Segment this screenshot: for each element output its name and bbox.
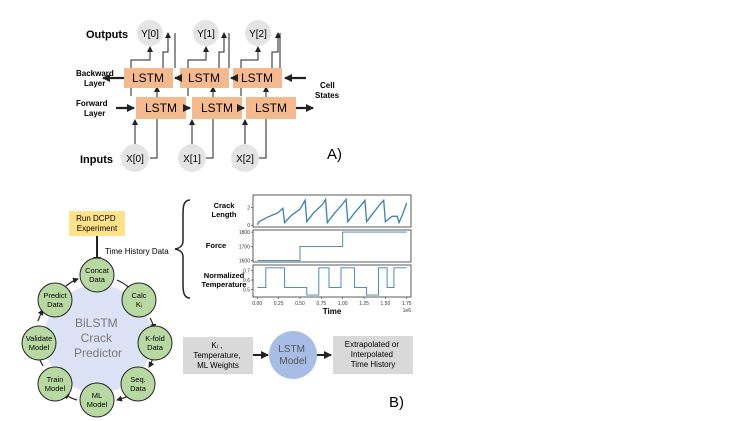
cycle-node-5-label-0: Train [47, 375, 64, 384]
input-node-0 [121, 144, 149, 172]
lstm-forward-1-label: LSTM [201, 101, 233, 115]
chart-2-ytick-1: 0.6 [243, 278, 250, 284]
chart-0-ytick-0: 0 [247, 223, 250, 229]
lstm-forward-2 [246, 97, 296, 119]
input-node-2 [231, 144, 259, 172]
flow-output-label: Extrapolated or Interpolated Time Histor… [345, 340, 402, 369]
input-label-1: X[1] [183, 154, 201, 165]
cycle-node-1-label-0: Calc [131, 291, 146, 300]
chart-0-series-0 [256, 197, 408, 226]
lstm-backward-1-label: LSTM [188, 71, 220, 85]
cycle-node-3-label-1: Data [130, 384, 147, 393]
input-label-0: X[0] [126, 154, 144, 165]
cycle-node-4 [79, 382, 115, 418]
cell-states-label: Cell States [315, 81, 340, 100]
chart-2-ytick-0: 0.5 [243, 287, 250, 293]
chart-1-series-0 [257, 231, 407, 262]
chart-2-xtick-2: 0.50 [295, 301, 305, 307]
cycle-node-5 [37, 366, 73, 402]
output-label-2: Y[2] [249, 29, 267, 40]
chart-2-series-0 [257, 267, 407, 296]
cycle-node-6-label-0: Validate [26, 334, 53, 343]
lstm-model-circle [269, 331, 317, 379]
lstm-backward-0-label: LSTM [132, 71, 164, 85]
output-node-1 [193, 20, 219, 46]
cycle-node-1-label-1: Kᵢ [136, 300, 142, 309]
cycle-node-2-label-0: K-fold [145, 334, 165, 343]
lstm-forward-2-label: LSTM [255, 101, 287, 115]
cycle-node-7-label-1: Data [47, 300, 64, 309]
chart-2-xlabel: Time [323, 307, 342, 316]
panel-a-label: A) [327, 146, 342, 163]
lstm-backward-2-label: LSTM [241, 71, 273, 85]
cycle-node-0 [79, 257, 115, 293]
lstm-model-label: LSTM Model [278, 344, 307, 367]
chart-1-ylabel: Force [206, 241, 226, 250]
chart-2-xtick-0: 0.00 [252, 301, 262, 307]
bilstm-center-circle [44, 285, 152, 393]
panel-b: Run DCPD Experiment Time History Data Bi… [21, 194, 413, 418]
backward-layer-label: Backward Layer [76, 69, 116, 88]
cycle-node-1 [121, 282, 157, 318]
chart-bracket [174, 199, 191, 299]
lstm-forward-0-label: LSTM [145, 101, 177, 115]
outputs-label: Outputs [86, 29, 128, 41]
chart-0-ylabel-1: Length [212, 210, 237, 219]
lstm-backward-2 [233, 68, 282, 88]
output-node-0 [137, 20, 163, 46]
lstm-backward-1 [180, 68, 229, 88]
chart-2-xtick-1: 0.25 [274, 301, 284, 307]
cycle-node-4-label-0: ML [92, 391, 102, 400]
cycle-node-6 [21, 325, 57, 361]
chart-1-ytick-2: 1800 [239, 230, 250, 236]
chart-1-ytick-1: 1700 [239, 244, 250, 250]
lstm-forward-1 [192, 97, 242, 119]
flow-output-box [333, 336, 413, 374]
cycle-node-5-label-1: Model [45, 384, 66, 393]
panel-b-label: B) [389, 394, 404, 411]
run-dcpd-experiment-label: Run DCPD Experiment [76, 214, 118, 233]
cycle-node-3-label-0: Seq. [130, 375, 145, 384]
cycle-node-2-label-1: Data [147, 343, 164, 352]
cycle-node-2 [137, 325, 173, 361]
cycle-node-3 [120, 366, 156, 402]
output-node-2 [245, 20, 271, 46]
output-label-1: Y[1] [197, 29, 215, 40]
output-label-0: Y[0] [141, 29, 159, 40]
flow-input-label: Kᵢ , Temperature, ML Weights [193, 341, 242, 370]
chart-2-xtick-6: 1.50 [381, 301, 391, 307]
chart-2-ylabel-0: Normalized [204, 271, 245, 280]
chart-0-frame [252, 194, 412, 228]
chart-1-ytick-0: 1600 [239, 259, 250, 265]
cycle-node-7 [37, 282, 73, 318]
flow-input-box [183, 337, 253, 374]
bilstm-center-label: BiLSTM Crack Predictor [74, 316, 122, 360]
cycle-node-0-label-1: Data [89, 275, 106, 284]
cycle-node-4-label-1: Model [87, 400, 108, 409]
input-label-2: X[2] [236, 154, 254, 165]
chart-2-xtick-7: 1.75 [402, 301, 412, 307]
chart-2-x-offset: 1e6 [403, 308, 412, 314]
chart-0-ytick-1: 2 [247, 205, 250, 211]
chart-0-ylabel-0: Crack [214, 201, 236, 210]
forward-layer-label: Forward Layer [76, 99, 110, 118]
cycle-node-6-label-1: Model [29, 343, 50, 352]
cycle-node-7-label-0: Predict [43, 291, 67, 300]
chart-2-frame [252, 264, 412, 298]
cycle-node-0-label-0: Concat [85, 266, 110, 275]
panel-a: Outputs Backward Layer Forward Layer Inp… [76, 20, 342, 172]
input-node-1 [178, 144, 206, 172]
chart-2-xtick-5: 1.25 [359, 301, 369, 307]
chart-2-xtick-3: 0.75 [316, 301, 326, 307]
lstm-forward-0 [136, 97, 186, 119]
time-history-label: Time History Data [105, 247, 169, 256]
run-dcpd-experiment-box [69, 211, 125, 236]
chart-2-xtick-4: 1.00 [338, 301, 348, 307]
chart-2-ytick-2: 0.7 [243, 269, 250, 275]
inputs-label: Inputs [80, 154, 113, 166]
chart-2-ylabel-1: Temperature [202, 280, 247, 289]
lstm-backward-0 [124, 68, 173, 88]
